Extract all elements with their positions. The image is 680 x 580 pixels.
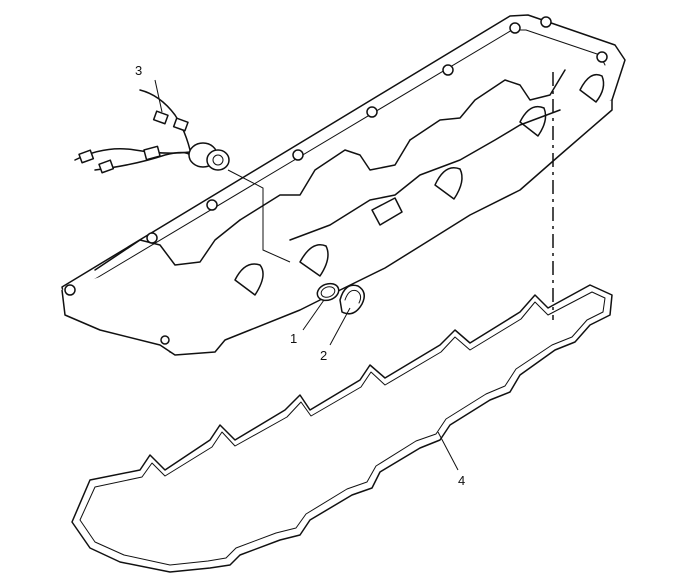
gasket [71, 284, 613, 573]
flange-bolts [64, 16, 608, 345]
callout-3: 3 [135, 63, 142, 78]
callout-4: 4 [458, 473, 465, 488]
o-ring [316, 282, 340, 302]
callout-2: 2 [320, 348, 327, 363]
wiring-harness [74, 89, 230, 174]
assembly-center-lines [227, 72, 554, 320]
valve-cover-base [61, 14, 626, 356]
clip [339, 284, 365, 315]
callout-leaders [154, 79, 459, 471]
callout-1: 1 [290, 331, 297, 346]
